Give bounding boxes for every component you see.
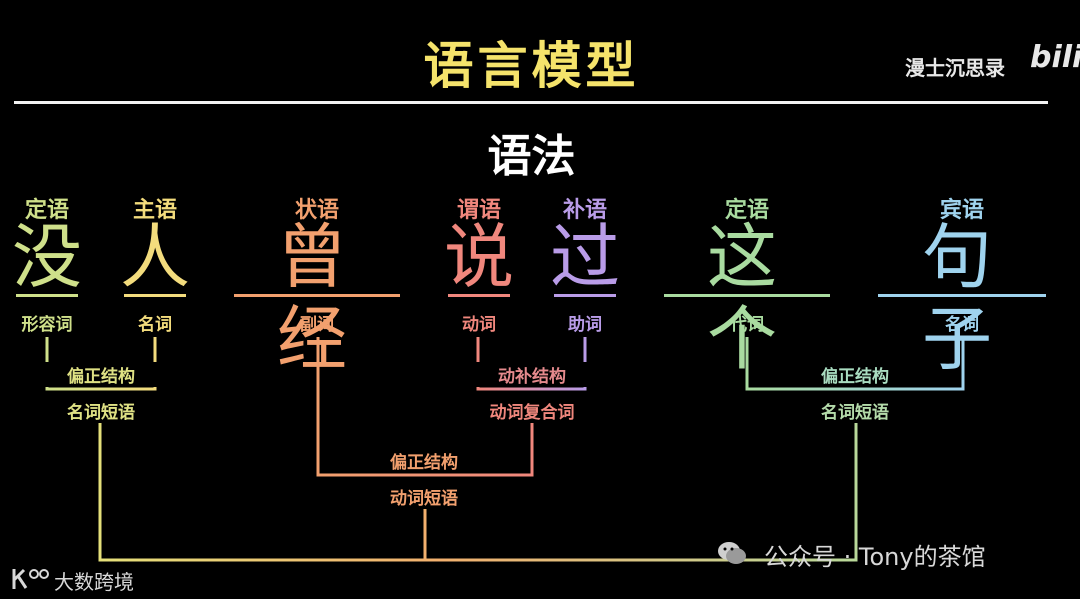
section-title: 语法	[487, 131, 576, 182]
np2-phrase-label: 名词短语	[790, 398, 920, 423]
word-mei: 没	[12, 216, 82, 298]
wechat-watermark: 公众号 · Tony的茶馆	[764, 543, 986, 571]
vp-bracket	[316, 337, 534, 477]
role-label-adverbial: 状语	[294, 198, 339, 223]
channel-name: 漫士沉思录	[905, 56, 1005, 80]
underline-juzi	[878, 294, 1046, 297]
sentence-bracket	[98, 422, 858, 562]
pos-verb: 动词	[462, 315, 496, 335]
word-shuo: 说	[444, 216, 514, 298]
underline-mei	[16, 294, 78, 297]
underline-zhege	[664, 294, 830, 297]
wechat-icon	[718, 542, 746, 564]
vp-phrase-label: 动词短语	[368, 484, 480, 509]
underline-cengjing	[234, 294, 400, 297]
np2-relation-label: 偏正结构	[790, 362, 920, 387]
word-juzi: 句 子	[922, 216, 1002, 380]
word-zhege: 这 个	[707, 216, 787, 380]
pos-adjective: 形容词	[21, 315, 73, 335]
pos-pronoun: 代词	[730, 315, 764, 335]
pos-noun: 名词	[138, 315, 172, 335]
underline-shuo	[448, 294, 510, 297]
title-divider	[14, 101, 1048, 104]
role-label-attributive-2: 定语	[724, 198, 769, 223]
k-logo-icon	[12, 568, 49, 589]
bilibili-logo-icon: bili	[1030, 40, 1080, 75]
word-cengjing: 曾 经	[277, 216, 357, 380]
np2-bracket	[745, 337, 965, 391]
role-label-attributive: 定语	[24, 198, 69, 223]
role-label-object: 宾语	[939, 198, 984, 223]
pos-noun-2: 名词	[945, 315, 979, 335]
underline-guo	[554, 294, 616, 297]
role-label-subject: 主语	[132, 198, 177, 223]
word-guo: 过	[550, 216, 620, 298]
pos-adverb: 副词	[300, 315, 334, 335]
word-ren: 人	[120, 216, 190, 298]
role-label-complement: 补语	[562, 198, 607, 223]
pos-particle: 助词	[568, 315, 602, 335]
page-title: 语言模型	[423, 37, 640, 95]
vc-relation-label: 动补结构	[476, 362, 588, 387]
np1-relation-label: 偏正结构	[44, 362, 158, 387]
underline-ren	[124, 294, 186, 297]
np1-phrase-label: 名词短语	[44, 398, 158, 423]
vc-phrase-label: 动词复合词	[466, 398, 598, 423]
vp-relation-label: 偏正结构	[368, 448, 480, 473]
brand-watermark: 大数跨境	[54, 570, 134, 594]
role-label-predicate: 谓语	[456, 198, 501, 223]
